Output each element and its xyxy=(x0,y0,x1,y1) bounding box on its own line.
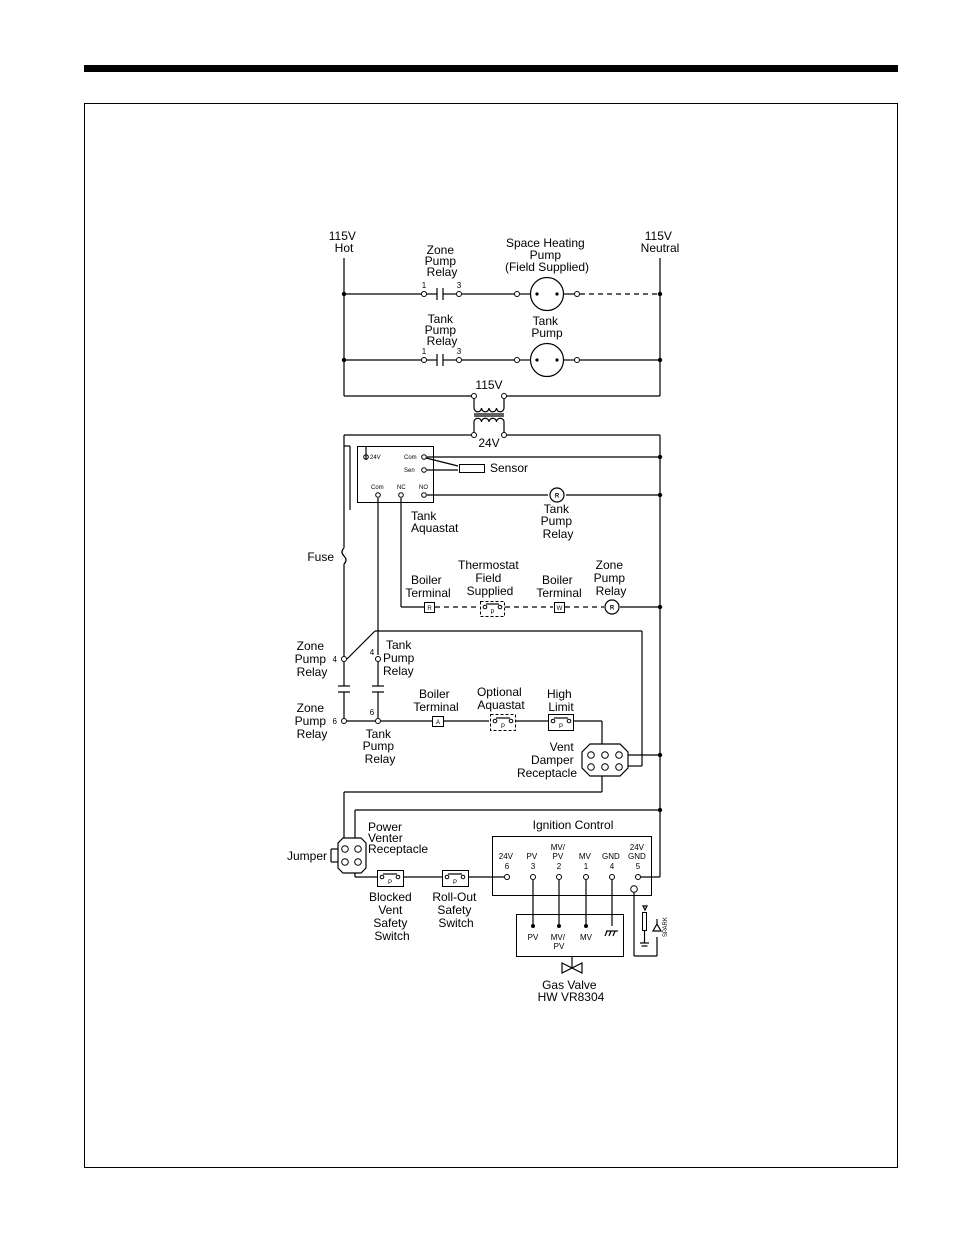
gas-valve-box xyxy=(516,914,624,957)
tank-pump-relay-coil xyxy=(549,487,565,503)
tank-pump-label: Tank Pump xyxy=(531,314,563,340)
svg-text:Com: Com xyxy=(371,485,384,491)
ign-term-gnd: GND 4 xyxy=(602,852,622,871)
svg-text:P: P xyxy=(501,724,505,730)
svg-text:NC: NC xyxy=(397,485,406,491)
tank-aquastat-label: Tank Aquastat xyxy=(411,509,459,535)
optional-aquastat-label: Optional Aquastat xyxy=(477,685,525,712)
spark-label: SPARK xyxy=(663,917,669,937)
svg-text:P: P xyxy=(453,880,457,886)
svg-text:1: 1 xyxy=(422,281,427,290)
sensor-label: Sensor xyxy=(490,461,528,475)
vent-damper-label: Vent Damper Receptacle xyxy=(517,740,577,780)
sensor-symbol xyxy=(459,464,485,473)
control-circuit: Fuse 24V Com Sen Com NC NO Tank Aquastat… xyxy=(287,434,669,1004)
jumper-label: Jumper xyxy=(287,849,327,863)
high-limit-label: High Limit xyxy=(547,687,575,714)
svg-text:3: 3 xyxy=(457,347,462,356)
svg-text:R: R xyxy=(427,606,432,612)
ignition-control-label: Ignition Control xyxy=(533,818,614,832)
power-venter-receptacle xyxy=(337,837,367,874)
line-voltage-section: 115V Hot 115V Neutral Zone Pump Relay 1 xyxy=(329,229,680,397)
ign-term-mvpv: MV/ PV 2 xyxy=(551,843,567,871)
zone-pump-relay-coil-label: Zone Pump Relay xyxy=(594,558,629,598)
svg-text:3: 3 xyxy=(457,281,462,290)
svg-text:W: W xyxy=(557,606,563,612)
svg-text:R: R xyxy=(555,494,560,500)
hot-label: 115V Hot xyxy=(329,229,359,255)
zone-pump-relay-6-label: Zone Pump Relay xyxy=(295,701,330,741)
ign-term-pv: PV 3 xyxy=(527,852,540,871)
ign-term-24vgnd: 24V GND 5 xyxy=(628,843,648,871)
rollout-label: Roll-Out Safety Switch xyxy=(432,890,479,930)
gas-valve-mv-label: MV xyxy=(580,933,593,942)
transformer-secondary-label: 24V xyxy=(478,436,499,450)
gas-valve-pv-label: PV xyxy=(528,933,539,942)
transformer: 115V 24V xyxy=(471,378,507,450)
ign-term-mv: MV 1 xyxy=(579,852,593,871)
svg-text:Com: Com xyxy=(404,455,417,461)
svg-text:4: 4 xyxy=(370,648,375,657)
tank-pump-relay-top-label: Tank Pump Relay xyxy=(425,312,460,348)
svg-text:4: 4 xyxy=(333,655,338,664)
svg-text:P: P xyxy=(559,724,563,730)
space-heating-pump-motor xyxy=(529,276,565,312)
thermostat-label: Thermostat Field Supplied xyxy=(458,558,522,598)
header-rule xyxy=(84,65,898,72)
blocked-vent-label: Blocked Vent Safety Switch xyxy=(369,890,415,943)
zone-pump-relay-top-label: Zone Pump Relay xyxy=(425,243,460,279)
ign-term-24v: 24V 6 xyxy=(499,852,515,871)
fuse-label: Fuse xyxy=(307,550,334,564)
svg-text:P: P xyxy=(490,610,494,616)
ignition-control-box xyxy=(492,836,652,896)
boiler-terminal-a-label: Boiler Terminal xyxy=(413,687,458,714)
svg-text:24V: 24V xyxy=(370,455,381,461)
neutral-label: 115V Neutral xyxy=(641,229,680,255)
tank-pump-relay-4-label: Tank Pump Relay xyxy=(383,638,418,678)
vent-damper-receptacle xyxy=(581,743,629,777)
optional-aquastat-symbol xyxy=(490,714,516,731)
tank-pump-motor xyxy=(529,342,565,378)
power-venter-label: Power Venter Receptacle xyxy=(368,820,428,856)
thermostat-symbol xyxy=(480,601,505,617)
boiler-terminal-w-label: Boiler Terminal xyxy=(536,573,581,600)
tank-aquastat-box xyxy=(357,446,434,503)
svg-text:Sen: Sen xyxy=(404,468,415,474)
gas-valve-mvpv-label: MV/ PV xyxy=(551,933,567,951)
fuse-symbol xyxy=(341,547,347,565)
diagram-frame xyxy=(84,103,898,1168)
gas-valve-label: Gas Valve HW VR8304 xyxy=(538,978,605,1004)
gas-valve-symbol xyxy=(561,962,583,974)
svg-text:P: P xyxy=(388,880,392,886)
svg-text:6: 6 xyxy=(333,717,338,726)
svg-text:NO: NO xyxy=(419,485,428,491)
svg-text:1: 1 xyxy=(422,347,427,356)
boiler-terminal-w xyxy=(554,602,565,613)
svg-text:R: R xyxy=(610,606,615,612)
tank-pump-relay-6-label: Tank Pump Relay xyxy=(363,727,398,766)
zone-pump-relay-4-label: Zone Pump Relay xyxy=(295,639,330,679)
boiler-terminal-a xyxy=(432,716,444,727)
zone-pump-relay-coil xyxy=(604,599,620,615)
svg-text:6: 6 xyxy=(370,708,375,717)
space-heating-pump-label: Space Heating Pump (Field Supplied) xyxy=(505,236,589,274)
boiler-terminal-r-label: Boiler Terminal xyxy=(405,573,450,600)
tank-pump-relay-coil-label: Tank Pump Relay xyxy=(541,502,576,541)
boiler-terminal-r xyxy=(424,602,435,613)
transformer-primary-label: 115V xyxy=(475,378,502,392)
svg-text:A: A xyxy=(436,720,440,726)
